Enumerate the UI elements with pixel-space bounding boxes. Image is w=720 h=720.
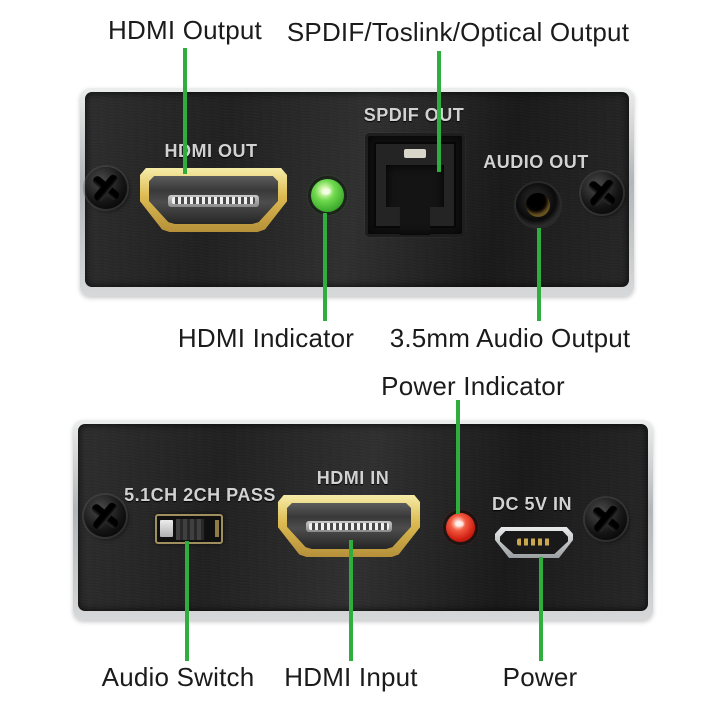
panel-label-spdif-out: SPDIF OUT	[363, 105, 465, 125]
micro-usb-pins	[517, 538, 551, 546]
spdif-out-port	[365, 133, 465, 237]
leader-line-power-indicator	[456, 400, 460, 514]
screw-icon	[581, 172, 623, 214]
panel-label-switch: 5.1CH 2CH PASS	[124, 485, 276, 505]
power-indicator-led	[446, 513, 475, 542]
leader-line-audio-output	[537, 228, 541, 321]
device-bottom-panel: 5.1CH 2CH PASS HDMI IN DC 5V IN	[73, 420, 653, 620]
callout-hdmi-input: HDMI Input	[284, 662, 418, 692]
hdmi-out-port-cavity	[149, 176, 278, 224]
hdmi-out-port-pins	[172, 197, 255, 205]
callout-audio-switch: Audio Switch	[101, 662, 255, 692]
callout-power: Power	[502, 662, 578, 692]
dc-5v-micro-usb-port	[495, 527, 573, 558]
screw-icon	[84, 495, 126, 537]
screw-icon	[85, 167, 127, 209]
hdmi-indicator-led	[311, 179, 344, 212]
leader-line-power	[539, 557, 543, 661]
hdmi-in-port-pins	[309, 523, 389, 531]
spdif-out-port-cavity	[374, 142, 456, 235]
leader-line-hdmi-output	[183, 48, 187, 174]
audio-out-jack	[516, 183, 560, 227]
device-top-panel: HDMI OUT SPDIF OUT AUDIO OUT	[80, 88, 634, 296]
switch-slot	[160, 520, 173, 537]
panel-label-dc-in: DC 5V IN	[491, 494, 573, 514]
spdif-out-port-shutter	[404, 149, 426, 158]
leader-line-audio-switch	[185, 541, 189, 661]
panel-label-audio-out: AUDIO OUT	[483, 152, 589, 172]
panel-label-hdmi-out: HDMI OUT	[164, 141, 258, 161]
callout-spdif-output: SPDIF/Toslink/Optical Output	[286, 17, 630, 47]
panel-label-hdmi-in: HDMI IN	[316, 468, 390, 488]
callout-audio-output-35mm: 3.5mm Audio Output	[389, 323, 631, 353]
leader-line-hdmi-indicator	[323, 213, 327, 321]
hdmi-out-port	[140, 168, 287, 232]
screw-icon	[585, 498, 627, 540]
callout-hdmi-output: HDMI Output	[108, 15, 262, 45]
callout-power-indicator: Power Indicator	[381, 371, 565, 401]
callout-hdmi-indicator: HDMI Indicator	[177, 323, 355, 353]
switch-knob	[175, 518, 205, 541]
leader-line-hdmi-input	[349, 540, 353, 661]
spdif-out-port-opening	[386, 165, 444, 235]
leader-line-spdif-output	[437, 51, 441, 172]
audio-mode-switch	[155, 514, 223, 544]
